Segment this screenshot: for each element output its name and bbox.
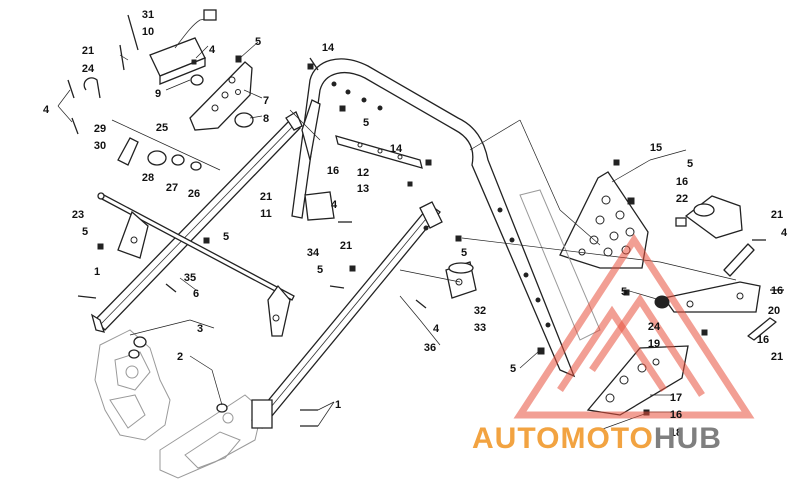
callout-21: 21 [82, 45, 94, 57]
actuator-22 [675, 195, 755, 277]
callout-23: 23 [72, 209, 84, 221]
callout-4: 4 [433, 323, 440, 335]
callout-26: 26 [188, 188, 200, 200]
callout-16: 16 [670, 409, 682, 421]
cross-tube-23 [97, 192, 295, 337]
callout-30: 30 [94, 140, 106, 152]
callout-35: 35 [184, 272, 196, 284]
callout-31: 31 [142, 9, 154, 21]
callout-5: 5 [317, 264, 323, 276]
callout-18: 18 [670, 427, 682, 439]
callout-21: 21 [771, 209, 783, 221]
callout-21: 21 [771, 351, 783, 363]
callout-8: 8 [263, 113, 269, 125]
bar-6 [90, 111, 303, 333]
callout-11: 11 [260, 208, 272, 220]
callout-3: 3 [197, 323, 203, 335]
callout-28: 28 [142, 172, 154, 184]
callout-5: 5 [621, 286, 627, 298]
callout-16: 16 [757, 334, 769, 346]
right-plate-15 [559, 171, 649, 269]
callout-16: 16 [676, 176, 688, 188]
callout-20: 20 [768, 305, 780, 317]
callout-16: 16 [771, 285, 783, 297]
callout-4: 4 [43, 104, 50, 116]
electrical-module [119, 9, 217, 85]
callout-5: 5 [82, 226, 88, 238]
callout-7: 7 [263, 95, 269, 107]
watermark-text: AUTOMOTOHUB [472, 422, 722, 455]
callout-13: 13 [357, 183, 369, 195]
callout-17: 17 [670, 392, 682, 404]
upper-frame-hoop [291, 58, 576, 378]
callout-1: 1 [335, 399, 341, 411]
clamp-24 [67, 77, 101, 135]
callout-34: 34 [307, 247, 320, 259]
callout-4: 4 [331, 199, 338, 211]
callout-5: 5 [255, 36, 261, 48]
callout-6: 6 [193, 288, 199, 300]
callout-5: 5 [687, 158, 693, 170]
callout-12: 12 [357, 167, 369, 179]
callout-29: 29 [94, 123, 106, 135]
chassis-casting-center [159, 394, 263, 479]
callout-2: 2 [177, 351, 183, 363]
callout-36: 36 [424, 342, 436, 354]
callout-1: 1 [94, 266, 100, 278]
callout-21: 21 [260, 191, 272, 203]
callout-22: 22 [676, 193, 688, 205]
arm-20 [654, 281, 777, 341]
watermark-logo-icon [513, 233, 755, 419]
callout-32: 32 [474, 305, 486, 317]
callout-10: 10 [142, 26, 154, 38]
callout-4: 4 [209, 44, 216, 56]
callout-24: 24 [648, 321, 661, 333]
callout-14: 14 [390, 143, 403, 155]
callout-33: 33 [474, 322, 486, 334]
callout-14: 14 [322, 42, 335, 54]
callout-9: 9 [155, 88, 161, 100]
callout-25: 25 [156, 122, 168, 134]
mount-bracket-7 [189, 55, 254, 131]
callout-5: 5 [223, 231, 229, 243]
callout-21: 21 [340, 240, 352, 252]
bushing-assembly-25 [111, 119, 221, 171]
leader-lines [57, 41, 737, 431]
callout-24: 24 [82, 63, 95, 75]
callout-27: 27 [166, 182, 178, 194]
watermark-brand-part2: HUB [654, 422, 722, 455]
callout-16: 16 [327, 165, 339, 177]
callout-19: 19 [648, 338, 660, 350]
callout-5: 5 [363, 117, 369, 129]
chassis-casting-left [94, 329, 171, 441]
callout-5: 5 [510, 363, 516, 375]
callout-15: 15 [650, 142, 662, 154]
watermark-brand-part1: AUTOMOTO [472, 422, 654, 455]
device-32 [445, 261, 477, 299]
callout-4: 4 [781, 227, 788, 239]
lower-rail-36 [251, 201, 443, 429]
callout-5: 5 [461, 247, 467, 259]
